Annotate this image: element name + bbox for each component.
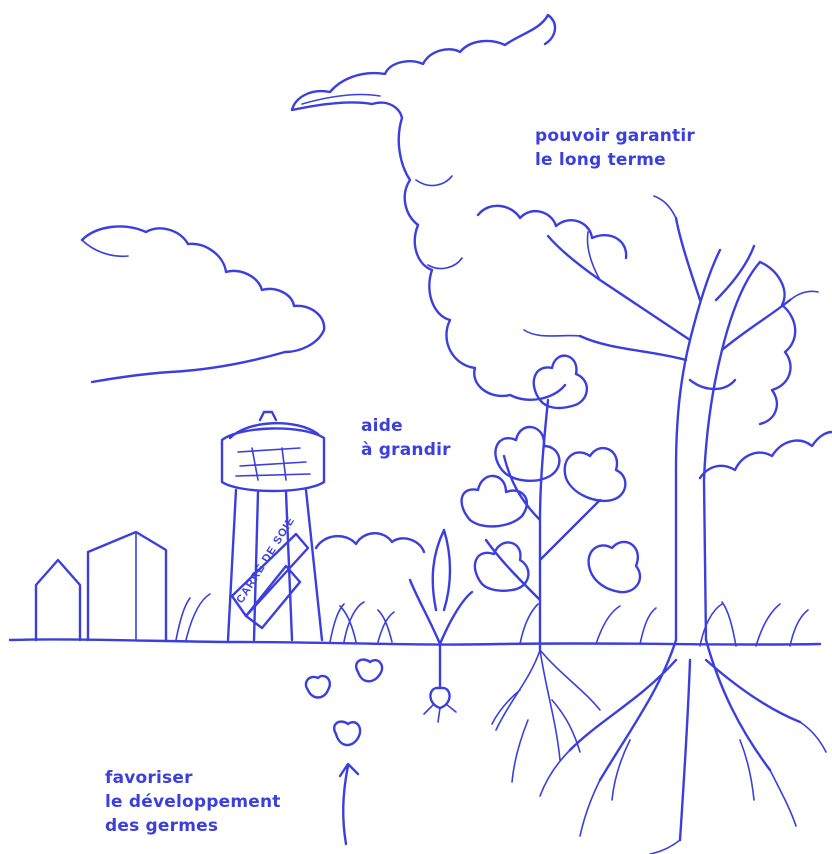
- tree-icon: [524, 196, 826, 854]
- arrow-icon: [340, 764, 358, 844]
- caption-line: le long terme: [535, 148, 695, 172]
- cloud-icon: [292, 15, 565, 400]
- caption-long-term: pouvoir garantir le long terme: [535, 124, 695, 172]
- caption-line: aide: [361, 414, 451, 438]
- caption-line: le développement: [105, 790, 281, 814]
- caption-line: à grandir: [361, 438, 451, 462]
- caption-line: des germes: [105, 814, 281, 838]
- cloud-icon: [316, 533, 424, 552]
- ground-line: [10, 639, 820, 644]
- seed-icon: [356, 660, 382, 682]
- caption-line: favoriser: [105, 766, 281, 790]
- cloud-icon: [82, 240, 128, 256]
- caption-grow: aide à grandir: [361, 414, 451, 462]
- building-icon: [36, 532, 166, 640]
- cloud-icon: [82, 226, 324, 382]
- seed-icon: [334, 722, 360, 745]
- plant-icon: [410, 530, 472, 722]
- cloud-icon: [700, 432, 832, 478]
- caption-line: pouvoir garantir: [535, 124, 695, 148]
- water-tower-icon: [222, 412, 324, 640]
- plant-icon: [462, 356, 640, 782]
- cloud-icon: [478, 206, 795, 424]
- caption-germs: favoriser le développement des germes: [105, 766, 281, 838]
- cloud-icon: [302, 94, 462, 268]
- grass-tufts: [176, 594, 808, 646]
- seed-icon: [306, 676, 330, 698]
